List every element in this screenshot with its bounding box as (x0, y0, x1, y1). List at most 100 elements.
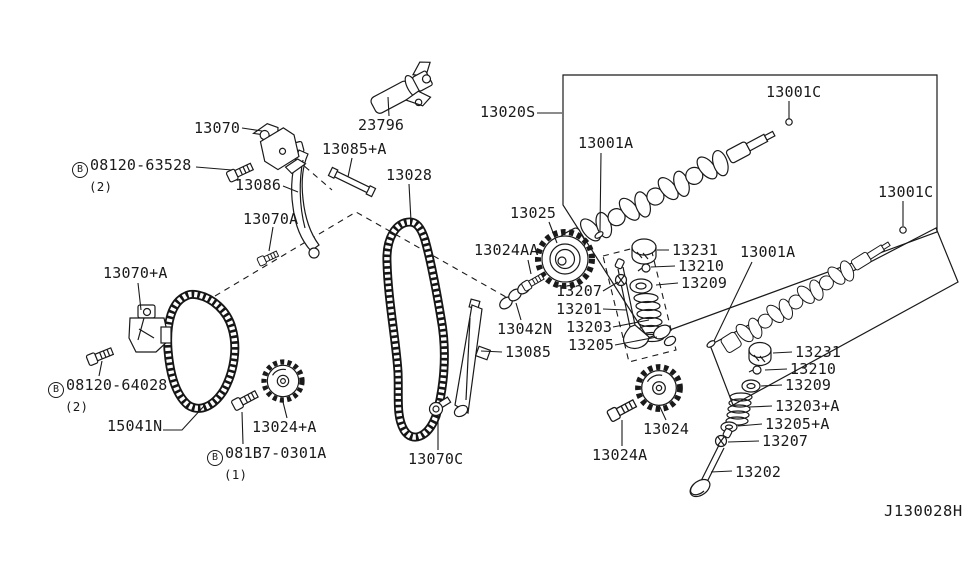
valve-spring-13203-plus-A (725, 392, 753, 426)
part-number-text: 08120-63528 (90, 156, 192, 174)
circled-b-icon: B (207, 450, 223, 466)
part-label-13207-right[interactable]: 13207 (762, 434, 808, 449)
part-number-text: 13205+A (765, 415, 830, 433)
chain-tensioner-13070A-assy (128, 304, 172, 353)
stud-13085-plus-A (327, 166, 377, 198)
part-quantity: (1) (224, 467, 248, 482)
valve-13202 (689, 428, 733, 498)
collet-13210-center (641, 263, 651, 273)
part-label-13209-center[interactable]: 13209 (681, 276, 727, 291)
part-number-text: 13231 (795, 343, 842, 361)
part-label-13210-center[interactable]: 13210 (678, 259, 724, 274)
part-label-13085+A[interactable]: 13085+A (322, 142, 387, 157)
part-number-text: 081B7-0301A (225, 444, 327, 462)
part-label-13205+A[interactable]: 13205+A (765, 417, 830, 432)
part-number-text: 13231 (672, 241, 719, 259)
part-label-13070A[interactable]: 13070A (243, 212, 298, 227)
part-number-text: 13205 (568, 336, 615, 354)
part-number-text: 13025 (510, 204, 557, 222)
vtc-sprocket-13025 (535, 229, 595, 289)
sprocket-13024-plus-A (264, 362, 302, 400)
part-number-text: 13024+A (252, 418, 317, 436)
part-label-13001C-top[interactable]: 13001C (766, 85, 821, 100)
part-label-13201[interactable]: 13201 (556, 302, 602, 317)
part-number-text: 13202 (735, 463, 782, 481)
part-quantity: (2) (65, 399, 89, 414)
part-number-text: 13024A (592, 446, 648, 464)
part-number-text: 23796 (358, 116, 405, 134)
dowel-pin-13001C-right (899, 226, 907, 234)
part-label-13231-right[interactable]: 13231 (795, 345, 841, 360)
part-number-text: 13210 (790, 360, 837, 378)
dowel-pin-13001C-top (785, 118, 793, 126)
part-label-13028[interactable]: 13028 (386, 168, 432, 183)
balancer-chain-15041N (163, 289, 240, 413)
part-label-13024A[interactable]: 13024A (592, 448, 647, 463)
bolt-081B7-0301A (230, 388, 260, 412)
circled-b-icon: B (48, 382, 64, 398)
part-label-13210-right[interactable]: 13210 (790, 362, 836, 377)
part-number-text: 13086 (235, 176, 282, 194)
key-13001A-right (706, 340, 716, 348)
part-number-text: 13209 (785, 376, 832, 394)
part-number-text: 13207 (556, 282, 603, 300)
part-number-text: 13001C (766, 83, 822, 101)
collet-13210-right (752, 365, 762, 375)
part-label-13025[interactable]: 13025 (510, 206, 556, 221)
part-label-13085[interactable]: 13085 (505, 345, 551, 360)
part-number-text: 13070+A (103, 264, 168, 282)
leader-lines (98, 96, 904, 473)
part-number-text: 08120-64028 (66, 376, 168, 394)
part-label-13024AA[interactable]: 13024AA (474, 243, 539, 258)
chain-guide-13085 (453, 298, 492, 418)
timing-chain-13028 (382, 217, 449, 442)
part-number-text: 13042N (497, 320, 553, 338)
part-label-13070+A[interactable]: 13070+A (103, 266, 168, 281)
part-number-text: 13020S (480, 103, 536, 121)
camshaft-upper-region-outline (562, 74, 938, 339)
part-number-text: 13209 (681, 274, 728, 292)
part-label-13024+A[interactable]: 13024+A (252, 420, 317, 435)
part-number-text: 15041N (107, 417, 163, 435)
part-label-15041N[interactable]: 15041N (107, 419, 162, 434)
part-number-text: 13001A (578, 134, 634, 152)
part-label-13001A-top[interactable]: 13001A (578, 136, 633, 151)
part-number-text: 13203 (566, 318, 613, 336)
part-label-13231-center[interactable]: 13231 (672, 243, 718, 258)
part-label-13209-right[interactable]: 13209 (785, 378, 831, 393)
part-number-text: 13001C (878, 183, 934, 201)
part-number-text: 13201 (556, 300, 603, 318)
part-label-13001C-right[interactable]: 13001C (878, 185, 933, 200)
part-label-13203+A[interactable]: 13203+A (775, 399, 840, 414)
part-number-text: 13024AA (474, 241, 539, 259)
part-number-text: 13203+A (775, 397, 840, 415)
part-label-13020S[interactable]: 13020S (480, 105, 535, 120)
part-label-23796[interactable]: 23796 (358, 118, 404, 133)
part-number-text: 13070C (408, 450, 464, 468)
part-label-13205[interactable]: 13205 (568, 338, 614, 353)
spring-seat-13205 (653, 324, 677, 347)
part-label-13001A-right[interactable]: 13001A (740, 245, 795, 260)
circled-b-icon: B (72, 162, 88, 178)
part-label-13042N[interactable]: 13042N (497, 322, 552, 337)
part-number-text: 13024 (643, 420, 690, 438)
part-label-13207-center[interactable]: 13207 (556, 284, 602, 299)
part-number-text: 13085+A (322, 140, 387, 158)
part-label-13070[interactable]: 13070 (194, 121, 240, 136)
part-label-13202[interactable]: 13202 (735, 465, 781, 480)
part-number-text: 13085 (505, 343, 552, 361)
part-label-13024[interactable]: 13024 (643, 422, 689, 437)
part-label-13203[interactable]: 13203 (566, 320, 612, 335)
assembly-dashed-line (214, 151, 507, 298)
part-number-text: 13070 (194, 119, 241, 137)
sprocket-13024 (638, 367, 680, 409)
part-label-13086[interactable]: 13086 (235, 178, 281, 193)
part-label-13070C[interactable]: 13070C (408, 452, 463, 467)
spring-retainer-13209-center (629, 278, 653, 294)
cam-sensor-23796 (370, 61, 433, 114)
bolt-13024AA (520, 271, 546, 293)
